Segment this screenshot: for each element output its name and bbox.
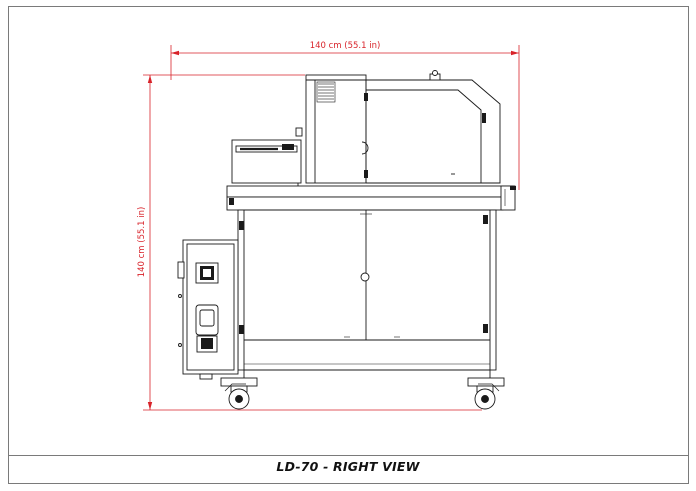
- vent-grille: [316, 81, 336, 103]
- height-dimension-label: 140 cm (55.1 in): [137, 207, 147, 278]
- width-dimension-label: 140 cm (55.1 in): [310, 41, 381, 51]
- width-dimension: [170, 45, 520, 190]
- caster-wheel-left: [220, 377, 258, 410]
- view-title: LD-70 - RIGHT VIEW: [276, 459, 420, 474]
- cabinet: [237, 209, 497, 371]
- title-block: [8, 455, 689, 484]
- machine: [177, 70, 516, 410]
- drawing-border: [8, 6, 689, 484]
- upper-housing: [305, 70, 501, 184]
- conveyor-table: [226, 185, 516, 211]
- height-dimension: [143, 74, 482, 411]
- side-electrical-box: [177, 239, 239, 380]
- caster-wheel-right: [467, 377, 505, 410]
- control-box: [231, 127, 303, 187]
